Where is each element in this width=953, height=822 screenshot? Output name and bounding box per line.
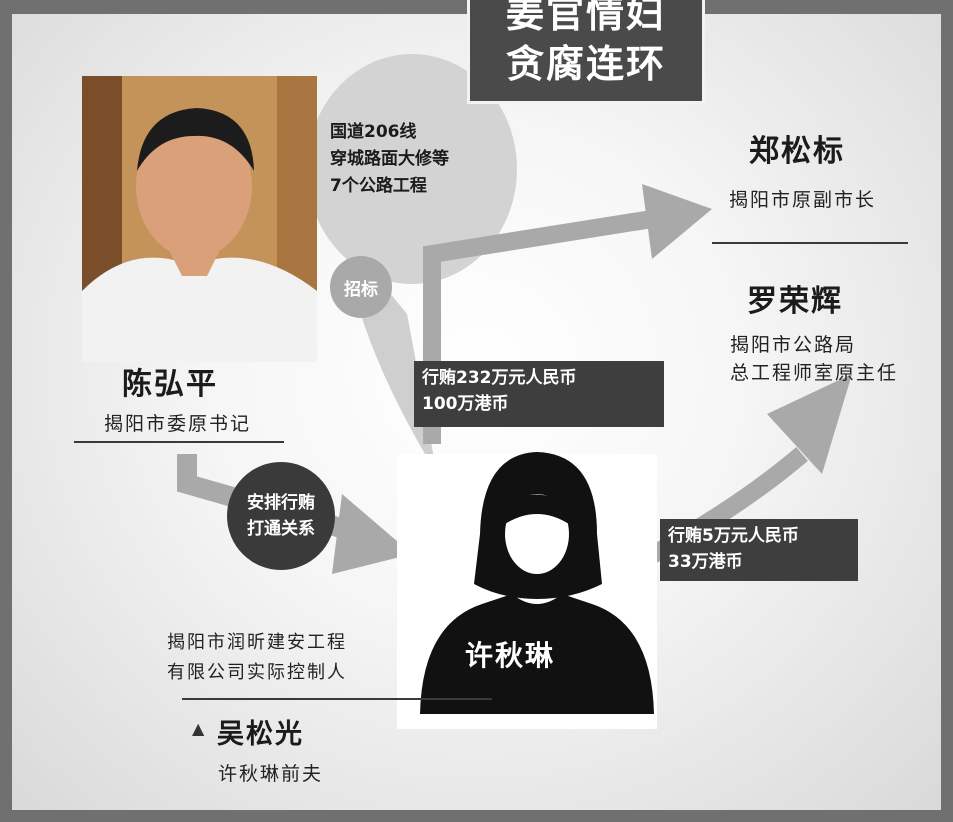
wu-name: 吴松光	[217, 719, 304, 750]
luo-role-line-1: 揭阳市公路局	[730, 334, 857, 356]
title-line-1: 姜官情妇	[505, 0, 666, 36]
portrait-image	[82, 76, 317, 362]
bribe-box-large: 行贿232万元人民币 100万港币	[414, 361, 664, 427]
arrows-layer	[177, 54, 852, 729]
bubble-line-3: 7个公路工程	[330, 176, 427, 196]
arrange-circle: 安排行贿 打通关系	[227, 462, 335, 570]
bubble-shape	[307, 54, 517, 284]
arrow-head-luo	[767, 374, 852, 474]
xu-company-line-1: 揭阳市润昕建安工程	[167, 632, 347, 653]
arrange-line-2: 打通关系	[247, 519, 315, 539]
luo-role-line-2: 总工程师室原主任	[730, 362, 899, 384]
bribe-large-line-1: 行贿232万元人民币	[422, 368, 577, 388]
chen-divider	[74, 441, 284, 443]
chen-role: 揭阳市委原书记	[104, 413, 252, 435]
xu-company: 揭阳市润昕建安工程 有限公司实际控制人	[167, 628, 347, 688]
diagram-canvas: 姜官情妇 贪腐连环 陈弘平 揭阳市委原书记 国道206线 穿城路面大修等 7个公…	[12, 0, 941, 810]
woman-silhouette-icon	[397, 452, 657, 729]
bubble-text: 国道206线 穿城路面大修等 7个公路工程	[330, 119, 449, 200]
zheng-role: 揭阳市原副市长	[729, 189, 877, 211]
portrait-photo	[82, 76, 317, 362]
arrange-line-1: 安排行贿	[247, 493, 315, 513]
bubble-line-2: 穿城路面大修等	[330, 149, 449, 169]
bribe-small-line-1: 行贿5万元人民币	[668, 526, 799, 546]
zheng-name: 郑松标	[749, 134, 845, 169]
title-box: 姜官情妇 贪腐连环	[467, 0, 705, 104]
xu-name: 许秋琳	[465, 639, 556, 672]
tender-badge: 招标	[330, 256, 392, 318]
zheng-divider	[712, 242, 908, 244]
bribe-box-small: 行贿5万元人民币 33万港币	[660, 519, 858, 581]
arrow-head-chen-xu	[332, 494, 412, 574]
luo-name: 罗荣辉	[747, 284, 843, 319]
bubble-line-1: 国道206线	[330, 122, 417, 142]
chen-name: 陈弘平	[122, 367, 218, 402]
wu-role: 许秋琳前夫	[218, 763, 324, 785]
bribe-large-line-2: 100万港币	[422, 394, 509, 414]
bribe-small-line-2: 33万港币	[668, 552, 743, 572]
xu-company-line-2: 有限公司实际控制人	[167, 662, 347, 683]
title-line-2: 贪腐连环	[505, 42, 666, 86]
wu-marker-icon: ▲	[192, 719, 205, 738]
arrow-head-zheng	[642, 184, 712, 259]
